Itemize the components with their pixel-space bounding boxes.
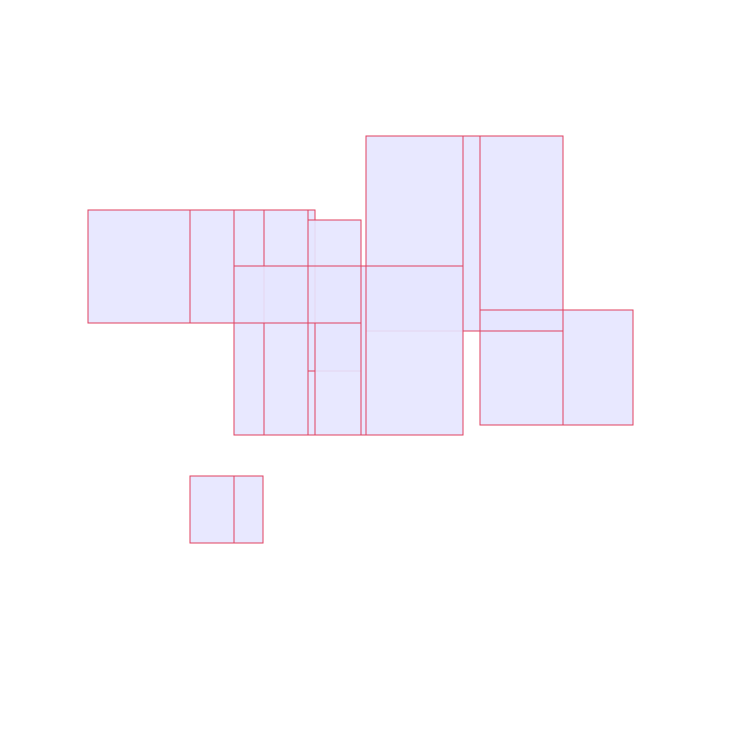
rect-j	[365, 265, 464, 436]
rect-q	[479, 309, 564, 332]
rect-k	[462, 135, 481, 332]
rect-o	[233, 265, 309, 324]
rect-h	[360, 265, 367, 436]
rect-b	[189, 209, 235, 324]
rect-n	[562, 309, 634, 426]
rect-r	[189, 475, 235, 544]
rectangle-group	[87, 135, 634, 544]
rect-s	[233, 475, 264, 544]
rect-p	[307, 265, 362, 324]
rect-l	[479, 135, 564, 332]
rect-a	[87, 209, 191, 324]
